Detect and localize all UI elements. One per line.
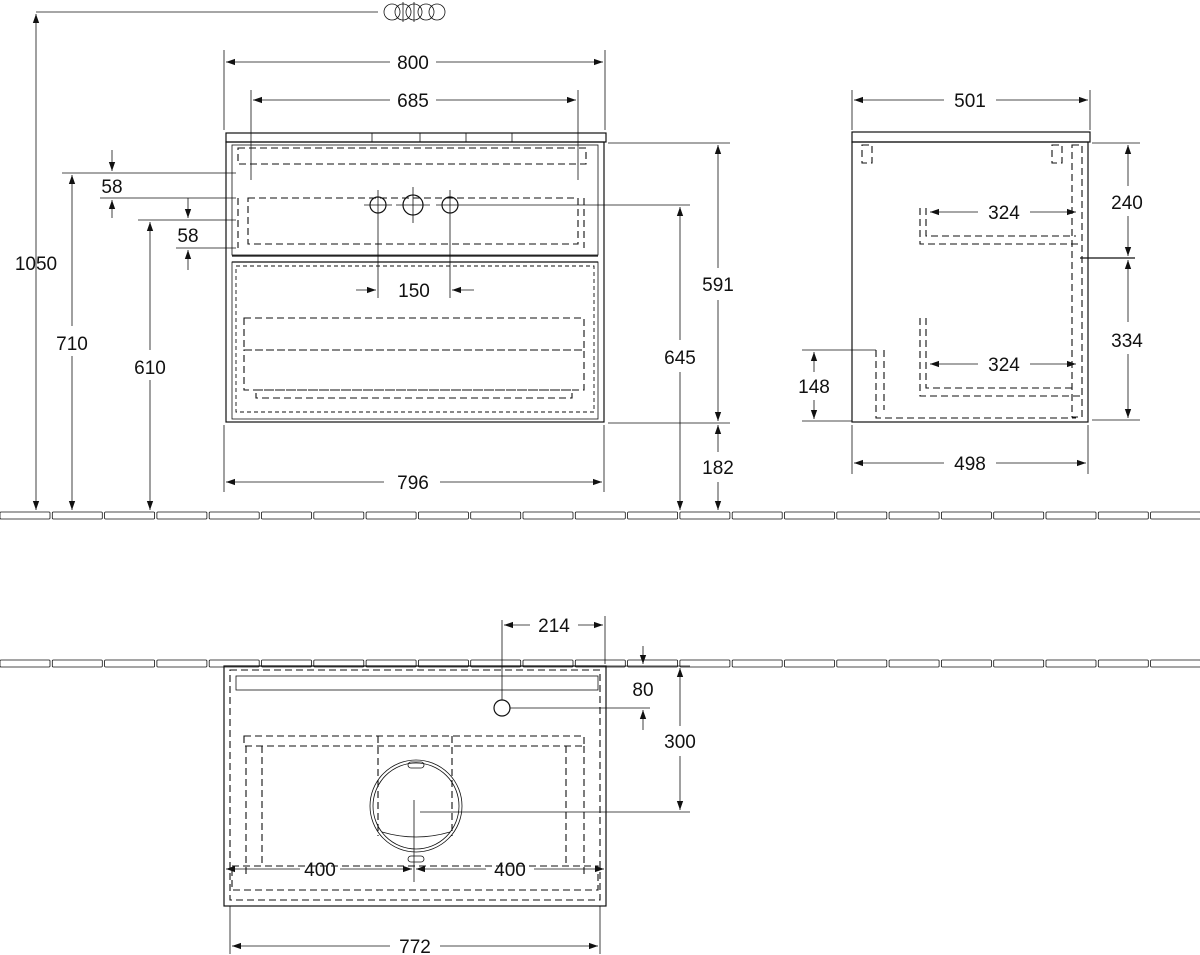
dim-796: 796 — [397, 473, 429, 494]
floor-segment — [0, 659, 51, 668]
floor-segment — [313, 511, 365, 520]
side-body — [851, 141, 1089, 423]
floor-segment — [104, 659, 155, 668]
dim-300: 300 — [664, 732, 696, 753]
floor-segment — [0, 511, 51, 520]
floor-segment — [574, 659, 626, 668]
floor-segment — [208, 659, 260, 668]
floor-segment — [208, 511, 260, 520]
floor-line-lower — [0, 659, 1200, 668]
dim-772: 772 — [399, 937, 431, 955]
plan-view: 214 80 300 400 400 772 — [223, 616, 696, 955]
tap-hole-right-icon — [436, 190, 690, 298]
dim-324-lower: 324 — [988, 355, 1020, 376]
floor-segment — [261, 659, 312, 668]
plan-outline — [223, 665, 607, 907]
floor-segment — [888, 511, 940, 520]
dim-214: 214 — [538, 616, 570, 637]
floor-segment — [836, 511, 888, 520]
floor-segment — [784, 659, 835, 668]
dim-1050: 1050 — [15, 254, 57, 275]
floor-segment — [627, 511, 678, 520]
floor-segment — [313, 659, 365, 668]
cabinet-body — [225, 141, 605, 423]
floor-segment — [522, 659, 574, 668]
dim-498: 498 — [954, 454, 986, 475]
floor-segment — [731, 659, 783, 668]
floor-segment — [417, 659, 469, 668]
floor-segment — [679, 511, 731, 520]
front-view: 800 685 1050 710 610 58 58 150 — [15, 2, 734, 510]
floor-segment — [1150, 659, 1200, 668]
dim-240: 240 — [1111, 193, 1143, 214]
drain-hole-icon — [493, 620, 650, 717]
dim-58-lower: 58 — [177, 226, 198, 247]
dim-148: 148 — [798, 377, 830, 398]
floor-segment — [522, 511, 574, 520]
floor-segment — [941, 659, 992, 668]
floor-segment — [470, 511, 522, 520]
side-view: 501 324 324 240 334 148 498 — [798, 90, 1143, 475]
dim-591: 591 — [702, 275, 734, 296]
floor-segment — [993, 511, 1045, 520]
dim-400-left: 400 — [304, 860, 336, 881]
floor-segment — [51, 659, 103, 668]
floor-segment — [365, 659, 417, 668]
floor-segment — [261, 511, 312, 520]
dim-150: 150 — [398, 281, 430, 302]
dim-58-upper: 58 — [101, 177, 122, 198]
floor-line-upper — [0, 511, 1200, 520]
side-countertop — [851, 131, 1091, 143]
dim-80: 80 — [632, 680, 653, 701]
floor-segment — [365, 511, 417, 520]
floor-segment — [51, 511, 103, 520]
dim-334: 334 — [1111, 331, 1143, 352]
floor-segment — [1097, 659, 1149, 668]
dim-324-upper: 324 — [988, 203, 1020, 224]
floor-segment — [1045, 659, 1097, 668]
siphon-icon — [369, 759, 690, 863]
floor-segment — [470, 659, 522, 668]
countertop — [225, 132, 607, 143]
floor-segment — [1150, 511, 1200, 520]
dim-685: 685 — [397, 91, 429, 112]
floor-segment — [941, 511, 992, 520]
floor-segment — [679, 659, 731, 668]
dim-645: 645 — [664, 348, 696, 369]
floor-segment — [574, 511, 626, 520]
dim-800: 800 — [397, 53, 429, 74]
dim-182: 182 — [702, 458, 734, 479]
dim-610: 610 — [134, 358, 166, 379]
tap-hole-center-icon — [396, 187, 430, 223]
tap-symbol-icon — [383, 2, 446, 22]
floor-segment — [1097, 511, 1149, 520]
floor-segment — [836, 659, 888, 668]
floor-segment — [731, 511, 783, 520]
floor-segment — [156, 659, 208, 668]
dim-501: 501 — [954, 91, 986, 112]
floor-segment — [417, 511, 469, 520]
floor-segment — [993, 659, 1045, 668]
dim-400-right: 400 — [494, 860, 526, 881]
floor-segment — [784, 511, 835, 520]
floor-segment — [1045, 511, 1097, 520]
floor-segment — [104, 511, 155, 520]
floor-segment — [156, 511, 208, 520]
dim-710: 710 — [56, 334, 88, 355]
tap-hole-left-icon — [364, 190, 392, 298]
floor-segment — [888, 659, 940, 668]
